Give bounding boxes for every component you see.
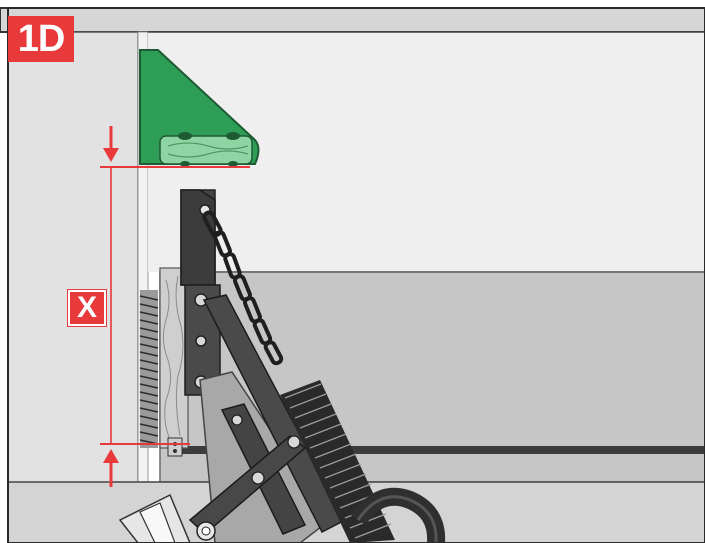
lower-bracket xyxy=(118,493,216,543)
door-hinge xyxy=(167,437,183,457)
green-wedge-bumper xyxy=(139,49,260,167)
chain xyxy=(202,210,284,366)
door-rail xyxy=(170,446,705,454)
left-wall xyxy=(7,31,139,493)
ceiling-strip xyxy=(0,7,705,33)
linkage-arms xyxy=(188,294,347,536)
torsion-spring xyxy=(139,290,159,448)
step-badge: 1D xyxy=(8,16,74,62)
dimension-badge: X xyxy=(67,289,107,327)
bracket-post xyxy=(180,189,221,396)
wood-block xyxy=(159,267,189,449)
dimension-x xyxy=(100,126,250,487)
